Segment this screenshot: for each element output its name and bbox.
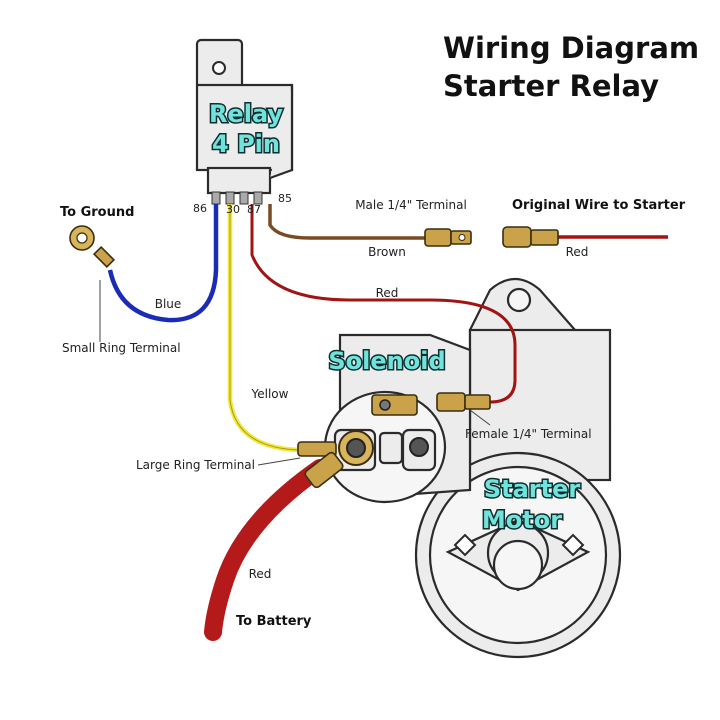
original-female-terminal — [502, 226, 559, 248]
yellow-wire-label: Yellow — [251, 387, 289, 401]
male-quarter-terminal — [424, 228, 472, 247]
to-battery-label: To Battery — [236, 614, 312, 629]
female-quarter-terminal — [436, 392, 491, 412]
relay — [195, 38, 294, 205]
pin-87-label: 87 — [247, 203, 261, 216]
original-red-label: Red — [566, 245, 589, 259]
title-line-1: Wiring Diagram — [443, 31, 699, 65]
brown-wire-label: Brown — [368, 245, 406, 259]
blue-wire-label: Blue — [155, 297, 182, 311]
red-relay-wire — [250, 204, 517, 404]
solenoid-label: Solenoid — [328, 347, 445, 375]
female-terminal-label: Female 1/4" Terminal — [465, 427, 592, 441]
small-ring-terminal — [69, 225, 116, 269]
yellow-wire — [227, 204, 301, 453]
solenoid-small-post-terminal — [371, 394, 418, 416]
relay-label-line-1: Relay — [209, 100, 283, 128]
battery-cable — [204, 459, 329, 641]
large-ring-terminal-label: Large Ring Terminal — [136, 458, 255, 472]
battery-red-label: Red — [249, 567, 272, 581]
pin-85-label: 85 — [278, 192, 292, 205]
relay-red-wire-label: Red — [376, 286, 399, 300]
large-ring-terminal — [297, 430, 374, 489]
brown-wire — [268, 204, 425, 240]
small-ring-terminal-label: Small Ring Terminal — [62, 341, 181, 355]
title-line-2: Starter Relay — [443, 69, 659, 103]
starter-motor-label-line-1: Starter — [484, 475, 581, 503]
male-terminal-label: Male 1/4" Terminal — [355, 198, 467, 212]
relay-label-line-2: 4 Pin — [212, 130, 280, 158]
starter-motor-label-line-2: Motor — [482, 506, 562, 534]
pin-86-label: 86 — [193, 202, 207, 215]
original-wire-label: Original Wire to Starter — [512, 198, 686, 213]
blue-wire — [107, 204, 219, 323]
starter-motor — [414, 277, 622, 659]
to-ground-label: To Ground — [60, 205, 134, 220]
pin-30-label: 30 — [226, 203, 240, 216]
